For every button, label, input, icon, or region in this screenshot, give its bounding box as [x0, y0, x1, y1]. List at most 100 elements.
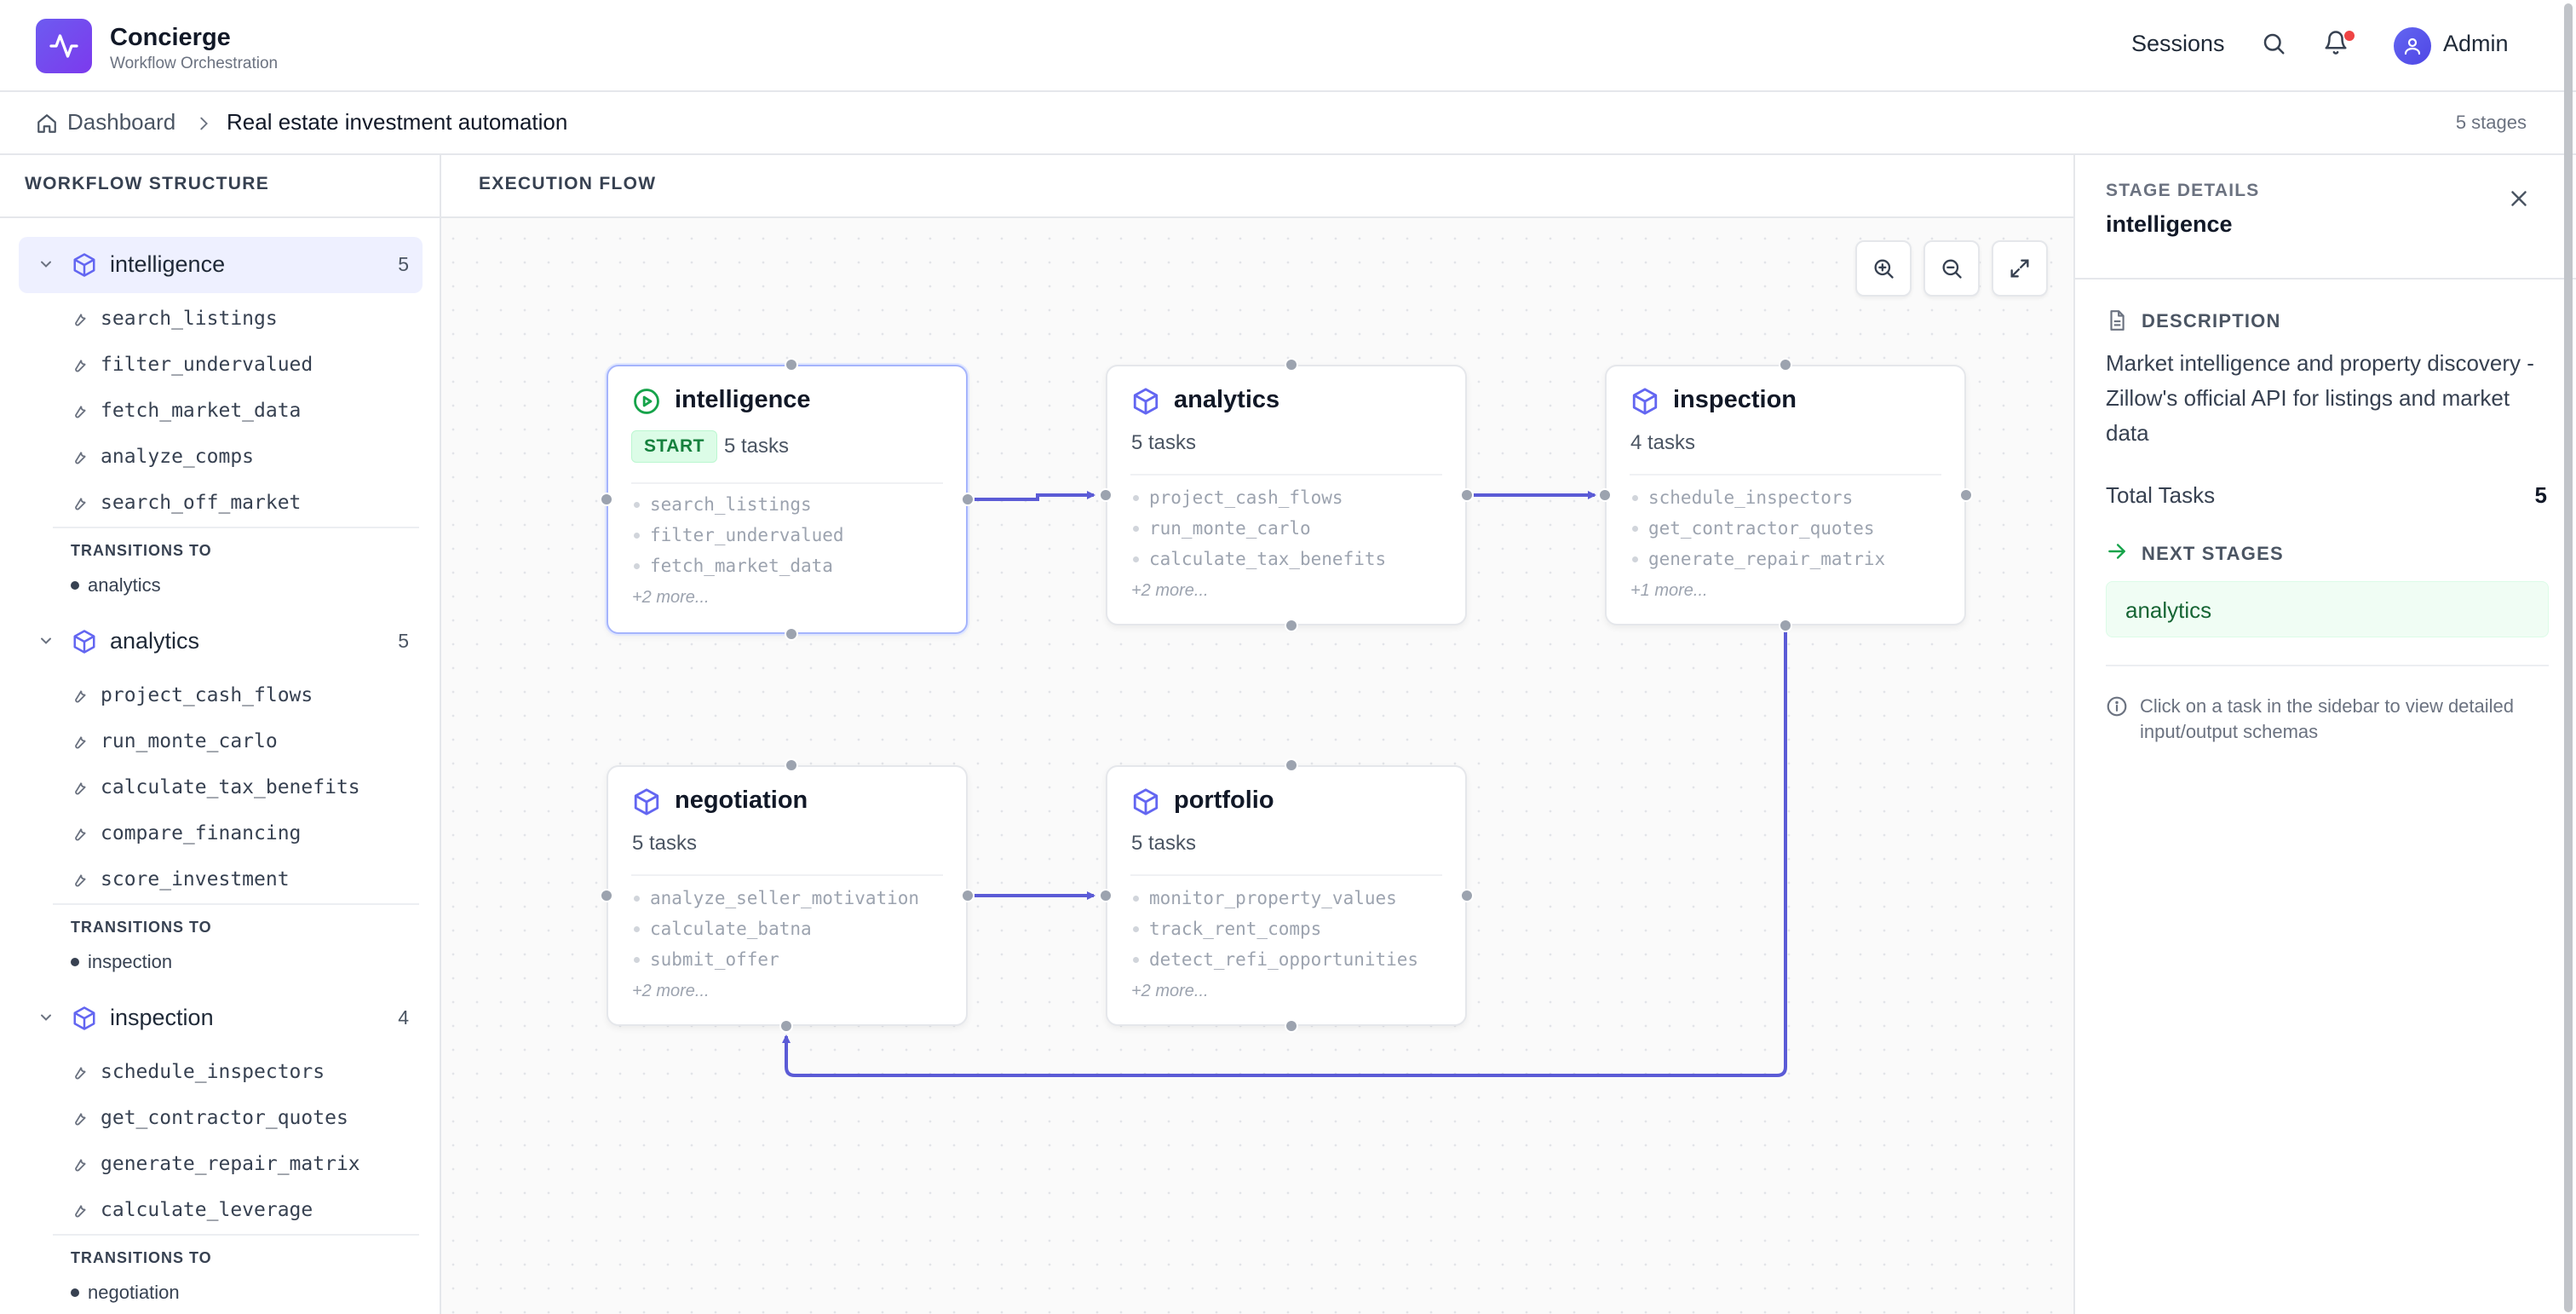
divider [631, 874, 943, 876]
execution-flow-canvas[interactable]: EXECUTION FLOW intelligence START 5 task… [441, 155, 2073, 1314]
task-item[interactable]: calculate_tax_benefits [70, 770, 360, 804]
flow-node-intelligence[interactable]: intelligence START 5 tasks search_listin… [607, 365, 968, 634]
chevron-down-icon[interactable] [37, 1009, 55, 1026]
task-item[interactable]: project_cash_flows [70, 678, 313, 712]
node-handle-left[interactable] [600, 493, 613, 506]
task-label: compare_financing [101, 822, 302, 844]
node-handle-top[interactable] [1779, 358, 1792, 372]
node-handle-right[interactable] [961, 493, 975, 506]
node-handle-right[interactable] [1460, 488, 1474, 502]
sidebar-stage-inspection[interactable]: inspection 4 [19, 990, 423, 1046]
app-header: Concierge Workflow Orchestration Session… [0, 0, 2576, 92]
sidebar-stage-intelligence[interactable]: intelligence 5 [19, 237, 423, 293]
transition-item[interactable]: analytics [71, 574, 161, 596]
cube-icon [1133, 788, 1159, 815]
sessions-link[interactable]: Sessions [2131, 31, 2225, 56]
wrench-icon [75, 736, 86, 749]
breadcrumb-current: Real estate investment automation [227, 109, 568, 135]
node-handle-top[interactable] [785, 358, 798, 372]
task-item[interactable]: compare_financing [70, 816, 301, 850]
node-task: monitor_property_values [1133, 888, 1397, 908]
fit-view-button[interactable] [1992, 240, 2048, 297]
zoom-in-button[interactable] [1855, 240, 1912, 297]
node-handle-bottom[interactable] [1285, 1019, 1298, 1033]
node-handle-left[interactable] [1598, 488, 1612, 502]
bullet-icon [1133, 925, 1139, 932]
node-handle-bottom[interactable] [1779, 619, 1792, 632]
bullet-icon [1133, 956, 1139, 963]
node-handle-right[interactable] [1460, 889, 1474, 902]
node-handle-top[interactable] [1285, 358, 1298, 372]
task-item[interactable]: score_investment [70, 862, 290, 896]
node-handle-right[interactable] [1959, 488, 1973, 502]
stage-task-count: 5 [398, 630, 409, 652]
task-item[interactable]: search_off_market [70, 486, 301, 520]
node-task: track_rent_comps [1133, 919, 1321, 939]
user-menu[interactable]: Admin [2443, 31, 2509, 56]
flow-node-inspection[interactable]: inspection 4 tasks schedule_inspectors g… [1605, 365, 1966, 625]
node-handle-bottom[interactable] [785, 627, 798, 641]
zoom-out-button[interactable] [1923, 240, 1980, 297]
notifications-bell-icon[interactable] [2323, 29, 2355, 63]
node-title: intelligence [675, 386, 811, 413]
bullet-icon [1632, 494, 1638, 501]
transition-item[interactable]: negotiation [71, 1282, 180, 1304]
workflow-structure-sidebar: WORKFLOW STRUCTURE intelligence 5 search… [0, 155, 441, 1314]
flow-node-analytics[interactable]: analytics 5 tasks project_cash_flows run… [1106, 365, 1467, 625]
node-handle-bottom[interactable] [1285, 619, 1298, 632]
node-handle-right[interactable] [961, 889, 975, 902]
node-task-count: 4 tasks [1630, 431, 1696, 454]
task-item[interactable]: run_monte_carlo [70, 724, 278, 758]
start-badge: START [631, 430, 717, 463]
total-tasks-value: 5 [2534, 482, 2547, 508]
node-more-tasks: +2 more... [632, 588, 710, 607]
node-handle-left[interactable] [1099, 889, 1113, 902]
wrench-icon [75, 874, 86, 887]
node-handle-top[interactable] [785, 758, 798, 772]
wrench-icon [75, 1159, 86, 1172]
bullet-icon [634, 532, 640, 539]
scrollbar-thumb[interactable] [2564, 3, 2573, 1312]
node-task-label: calculate_batna [650, 919, 812, 939]
close-icon[interactable] [2506, 186, 2535, 215]
sidebar-stage-analytics[interactable]: analytics 5 [19, 614, 423, 670]
node-handle-top[interactable] [1285, 758, 1298, 772]
task-item[interactable]: get_contractor_quotes [70, 1101, 348, 1135]
task-item[interactable]: schedule_inspectors [70, 1055, 325, 1089]
logo-activity-icon[interactable] [36, 19, 92, 73]
search-icon[interactable] [2261, 31, 2293, 63]
node-task-label: project_cash_flows [1149, 487, 1343, 508]
task-item[interactable]: analyze_comps [70, 440, 254, 474]
flow-node-negotiation[interactable]: negotiation 5 tasks analyze_seller_motiv… [607, 765, 968, 1026]
task-item[interactable]: generate_repair_matrix [70, 1147, 360, 1181]
node-task-label: monitor_property_values [1149, 888, 1397, 908]
next-stage-chip[interactable]: analytics [2106, 581, 2549, 637]
breadcrumb-dashboard-link[interactable]: Dashboard [67, 109, 176, 135]
chevron-down-icon[interactable] [37, 632, 55, 649]
page-scrollbar[interactable] [2562, 0, 2574, 1314]
user-avatar-icon[interactable] [2394, 27, 2431, 65]
task-item[interactable]: calculate_leverage [70, 1193, 313, 1227]
task-label: fetch_market_data [101, 400, 302, 422]
wrench-icon [75, 690, 86, 703]
transition-item[interactable]: inspection [71, 951, 172, 973]
wrench-icon [75, 498, 86, 510]
task-item[interactable]: fetch_market_data [70, 394, 301, 428]
stage-name: analytics [110, 628, 200, 654]
node-handle-left[interactable] [1099, 488, 1113, 502]
node-task: search_listings [634, 494, 812, 515]
task-item[interactable]: search_listings [70, 302, 278, 336]
node-task-label: submit_offer [650, 949, 779, 970]
node-more-tasks: +2 more... [632, 982, 710, 1000]
node-task-label: analyze_seller_motivation [650, 888, 920, 908]
node-handle-bottom[interactable] [779, 1019, 793, 1033]
task-item[interactable]: filter_undervalued [70, 348, 313, 382]
flow-node-portfolio[interactable]: portfolio 5 tasks monitor_property_value… [1106, 765, 1467, 1026]
stage-task-count: 4 [398, 1006, 409, 1029]
node-handle-left[interactable] [600, 889, 613, 902]
node-more-tasks: +1 more... [1630, 581, 1708, 600]
node-task-label: run_monte_carlo [1149, 518, 1311, 539]
chevron-down-icon[interactable] [37, 256, 55, 273]
home-icon[interactable] [36, 112, 58, 135]
bullet-icon [634, 925, 640, 932]
